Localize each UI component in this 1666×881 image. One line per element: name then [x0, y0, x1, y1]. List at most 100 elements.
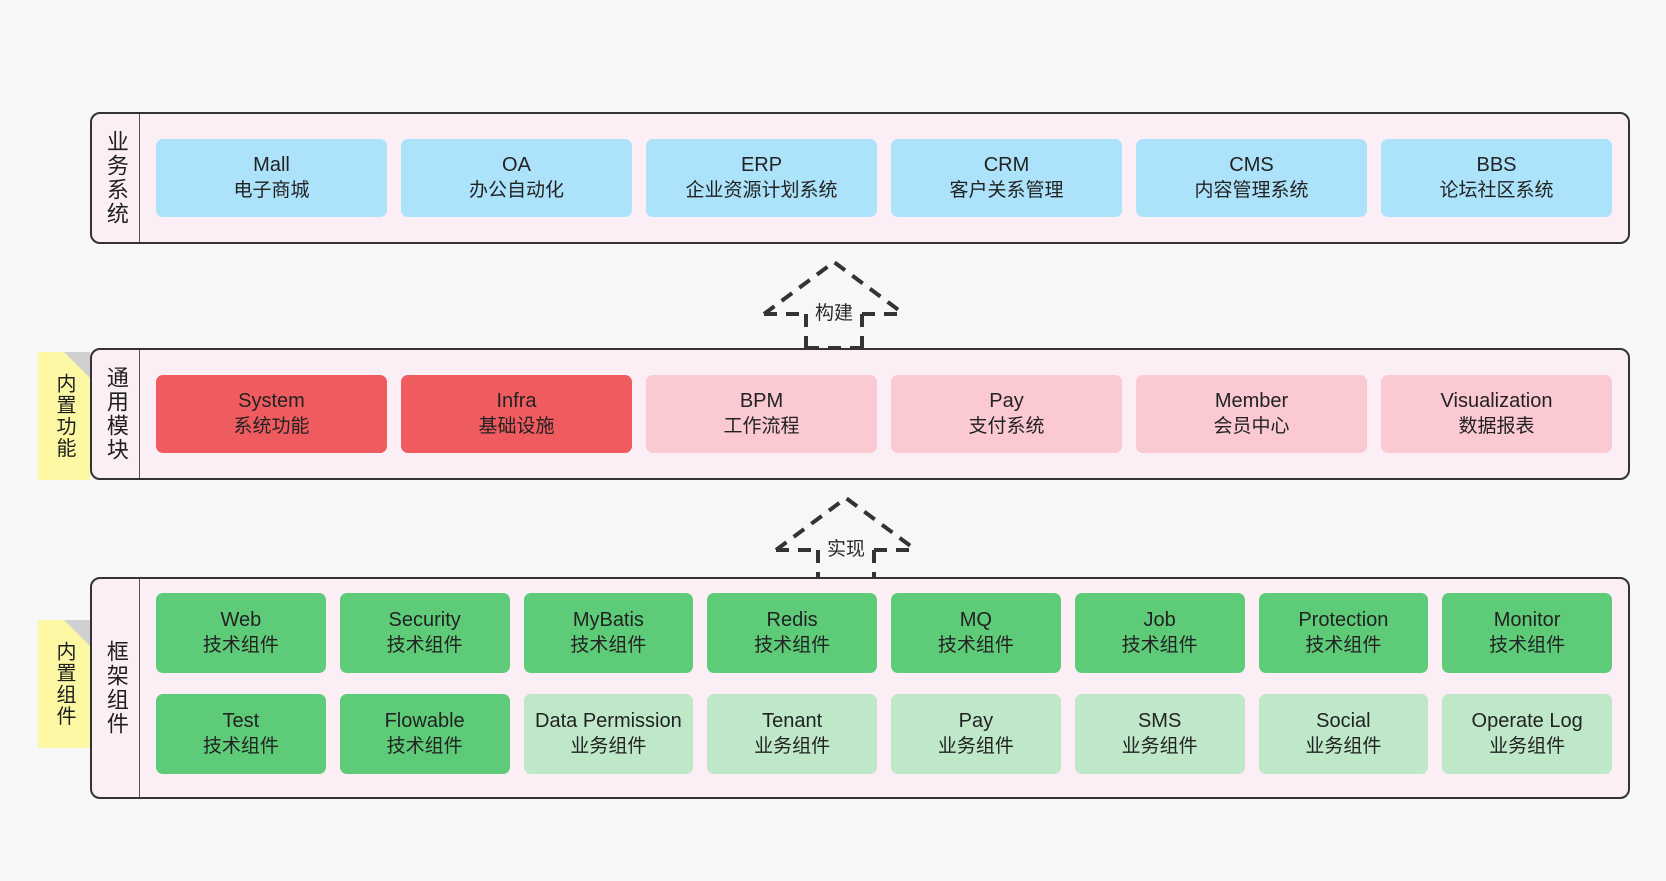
layer-common-modules[interactable]: 通用模块 System 系统功能 Infra 基础设施 BPM 工作流程 Pay…	[90, 348, 1630, 480]
node-flowable[interactable]: Flowable 技术组件	[339, 694, 510, 774]
layer-framework-components-title: 框架组件	[92, 579, 140, 797]
node-subtitle: 技术组件	[570, 634, 647, 656]
layer-business-system[interactable]: 业务系统 Mall 电子商城 OA 办公自动化 ERP 企业资源计划系统 CRM…	[90, 112, 1630, 244]
note-builtin-function-label: 内置功能	[53, 373, 75, 459]
node-title: Pay	[989, 390, 1024, 413]
node-title: Social	[1316, 710, 1371, 733]
node-system[interactable]: System 系统功能	[156, 375, 387, 453]
layer-business-system-body: Mall 电子商城 OA 办公自动化 ERP 企业资源计划系统 CRM 客户关系…	[140, 114, 1628, 242]
node-subtitle: 技术组件	[1489, 634, 1566, 656]
node-pay[interactable]: Pay 支付系统	[891, 375, 1122, 453]
node-title: Data Permission	[535, 710, 682, 733]
node-subtitle: 电子商城	[233, 179, 310, 201]
node-title: Member	[1214, 390, 1289, 413]
node-title: Visualization	[1440, 390, 1553, 413]
node-test[interactable]: Test 技术组件	[156, 694, 326, 774]
node-title: BPM	[739, 390, 784, 413]
layer-framework-components[interactable]: 框架组件 Web 技术组件 Security 技术组件 MyBatis 技术组件…	[90, 577, 1630, 799]
note-builtin-component-label: 内置组件	[53, 641, 75, 727]
node-title: Redis	[766, 609, 818, 632]
node-subtitle: 技术组件	[1305, 634, 1382, 656]
node-operate-log[interactable]: Operate Log 业务组件	[1442, 694, 1612, 774]
node-visualization[interactable]: Visualization 数据报表	[1381, 375, 1612, 453]
node-subtitle: 技术组件	[386, 735, 463, 757]
node-subtitle: 客户关系管理	[949, 179, 1064, 201]
node-bpm[interactable]: BPM 工作流程	[646, 375, 877, 453]
node-title: Web	[220, 609, 262, 632]
node-title: Monitor	[1493, 609, 1561, 632]
node-mq[interactable]: MQ 技术组件	[891, 593, 1061, 673]
node-title: CRM	[983, 154, 1030, 177]
node-subtitle: 技术组件	[202, 735, 279, 757]
node-title: System	[238, 390, 305, 413]
arrow-implement-label: 实现	[826, 539, 866, 560]
node-subtitle: 业务组件	[1121, 735, 1198, 757]
node-title: Tenant	[762, 710, 823, 733]
node-title: MyBatis	[572, 609, 644, 632]
node-web[interactable]: Web 技术组件	[156, 593, 326, 673]
node-crm[interactable]: CRM 客户关系管理	[891, 139, 1122, 217]
node-subtitle: 技术组件	[1121, 634, 1198, 656]
layer-framework-components-body: Web 技术组件 Security 技术组件 MyBatis 技术组件 Redi…	[140, 579, 1628, 797]
node-mybatis[interactable]: MyBatis 技术组件	[523, 593, 694, 673]
node-subtitle: 技术组件	[937, 634, 1014, 656]
node-subtitle: 企业资源计划系统	[685, 179, 838, 201]
node-subtitle: 业务组件	[1305, 735, 1382, 757]
node-oa[interactable]: OA 办公自动化	[401, 139, 632, 217]
node-bbs[interactable]: BBS 论坛社区系统	[1381, 139, 1612, 217]
node-title: CMS	[1229, 154, 1274, 177]
arrow-build: 构建	[760, 258, 908, 350]
node-subtitle: 系统功能	[233, 415, 310, 437]
layer-common-modules-body: System 系统功能 Infra 基础设施 BPM 工作流程 Pay 支付系统…	[140, 350, 1628, 478]
node-subtitle: 技术组件	[202, 634, 279, 656]
node-tenant[interactable]: Tenant 业务组件	[707, 694, 877, 774]
node-title: Infra	[496, 390, 537, 413]
node-member[interactable]: Member 会员中心	[1136, 375, 1367, 453]
node-title: Protection	[1298, 609, 1389, 632]
node-data-permission[interactable]: Data Permission 业务组件	[523, 694, 694, 774]
node-pay-component[interactable]: Pay 业务组件	[891, 694, 1061, 774]
framework-row-business: Test 技术组件 Flowable 技术组件 Data Permission …	[156, 694, 1612, 783]
node-title: Security	[388, 609, 461, 632]
node-subtitle: 业务组件	[937, 735, 1014, 757]
node-job[interactable]: Job 技术组件	[1074, 593, 1245, 673]
node-subtitle: 业务组件	[570, 735, 647, 757]
node-protection[interactable]: Protection 技术组件	[1258, 593, 1429, 673]
note-fold-corner-icon	[64, 352, 90, 378]
arrow-build-label: 构建	[814, 303, 854, 324]
node-title: Pay	[958, 710, 994, 733]
note-builtin-component[interactable]: 内置组件	[38, 620, 90, 748]
node-title: Job	[1143, 609, 1176, 632]
framework-row-tech: Web 技术组件 Security 技术组件 MyBatis 技术组件 Redi…	[156, 593, 1612, 682]
node-subtitle: 支付系统	[968, 415, 1045, 437]
node-title: Flowable	[384, 710, 465, 733]
node-erp[interactable]: ERP 企业资源计划系统	[646, 139, 877, 217]
node-security[interactable]: Security 技术组件	[339, 593, 510, 673]
node-subtitle: 技术组件	[754, 634, 831, 656]
node-subtitle: 业务组件	[754, 735, 831, 757]
node-subtitle: 论坛社区系统	[1439, 179, 1554, 201]
node-subtitle: 数据报表	[1458, 415, 1535, 437]
node-infra[interactable]: Infra 基础设施	[401, 375, 632, 453]
node-subtitle: 技术组件	[386, 634, 463, 656]
node-social[interactable]: Social 业务组件	[1258, 694, 1429, 774]
node-redis[interactable]: Redis 技术组件	[707, 593, 877, 673]
node-subtitle: 业务组件	[1489, 735, 1566, 757]
node-title: MQ	[959, 609, 992, 632]
node-subtitle: 办公自动化	[468, 179, 564, 201]
node-mall[interactable]: Mall 电子商城	[156, 139, 387, 217]
node-subtitle: 内容管理系统	[1194, 179, 1309, 201]
node-monitor[interactable]: Monitor 技术组件	[1442, 593, 1612, 673]
layer-common-modules-title: 通用模块	[92, 350, 140, 478]
node-subtitle: 基础设施	[478, 415, 555, 437]
node-title: Operate Log	[1471, 710, 1583, 733]
node-sms[interactable]: SMS 业务组件	[1074, 694, 1245, 774]
node-title: ERP	[740, 154, 783, 177]
note-builtin-function[interactable]: 内置功能	[38, 352, 90, 480]
node-subtitle: 会员中心	[1213, 415, 1290, 437]
node-title: OA	[502, 154, 531, 177]
layer-business-system-title: 业务系统	[92, 114, 140, 242]
node-cms[interactable]: CMS 内容管理系统	[1136, 139, 1367, 217]
node-subtitle: 工作流程	[723, 415, 800, 437]
